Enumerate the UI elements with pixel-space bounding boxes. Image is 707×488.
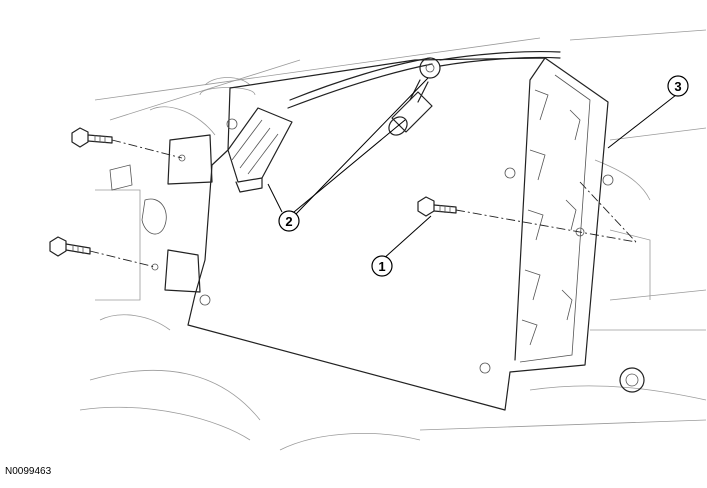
callout-1: 1	[371, 215, 432, 277]
bolt-left-upper	[71, 127, 113, 148]
bolt-left-lower	[49, 236, 91, 257]
left-mounting-bracket	[109, 134, 213, 293]
nut-right	[619, 367, 645, 393]
module-housing	[187, 57, 614, 411]
wiring-harness	[287, 50, 561, 109]
coax-connector	[388, 57, 441, 136]
figure-id: N0099463	[5, 466, 52, 477]
callout-label-2: 2	[285, 214, 292, 229]
callout-2: 2	[267, 77, 429, 232]
callout-label-3: 3	[674, 79, 681, 94]
bolt-center	[417, 196, 457, 217]
electrical-connector	[227, 107, 293, 193]
vehicle-structure-background	[79, 29, 707, 451]
callout-label-1: 1	[378, 259, 385, 274]
alignment-lines	[89, 139, 637, 268]
callout-3: 3	[607, 75, 689, 149]
